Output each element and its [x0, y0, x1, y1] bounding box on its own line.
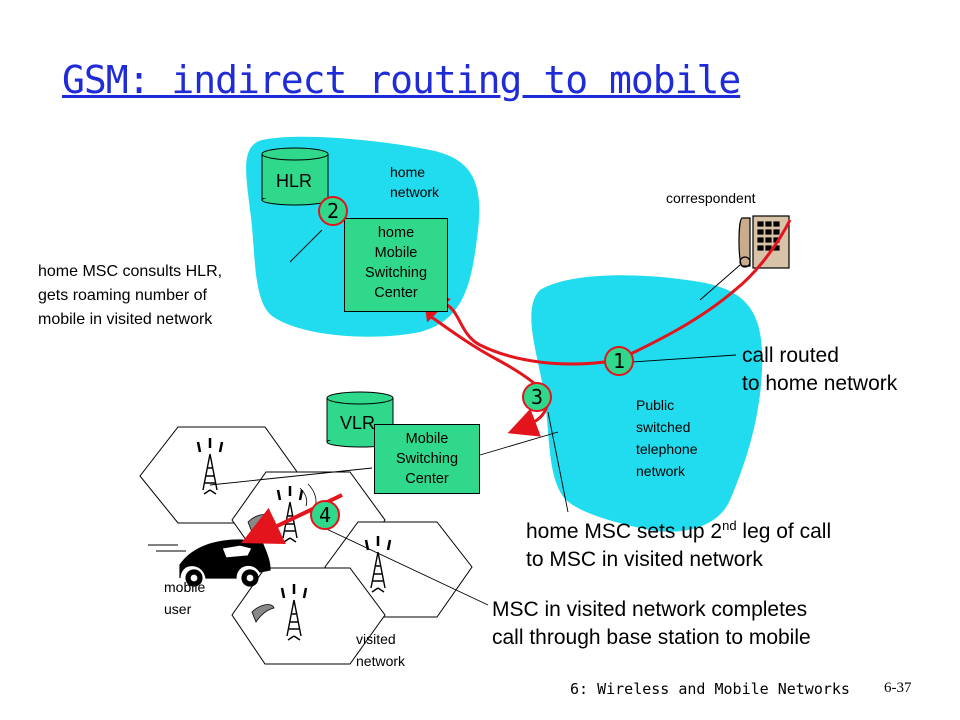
footer-course: 6: Wireless and Mobile Networks	[570, 680, 850, 698]
visited-network-label: visited network	[356, 631, 406, 669]
footer-page-number: 6-37	[884, 680, 912, 696]
step-2-text: home MSC consults HLR, gets roaming numb…	[38, 263, 223, 328]
visited-msc-box: Mobile Switching Center	[374, 424, 480, 494]
radio-wave-icon	[299, 487, 308, 507]
radio-wave-icon	[251, 604, 275, 623]
vlr-label: VLR	[340, 413, 376, 433]
step-1-text: call routed to home network	[742, 344, 898, 395]
step-3-line2: to MSC in visited network	[526, 548, 763, 571]
leader-lines	[209, 229, 737, 606]
car-icon	[179, 539, 271, 587]
step-3-marker: 3	[522, 382, 552, 412]
step-3-line1-post: leg of call	[736, 520, 832, 543]
hlr-label: HLR	[276, 171, 313, 191]
antenna-icon	[280, 584, 308, 641]
pstn-region	[531, 275, 763, 532]
step-4-marker: 4	[310, 500, 340, 530]
slide-title: GSM: indirect routing to mobile	[62, 58, 741, 102]
cell-4	[231, 567, 386, 665]
home-network-label: home network	[390, 164, 440, 200]
call-route-leg1	[617, 219, 792, 362]
step-1-marker: 1	[604, 346, 634, 376]
telephone-icon	[738, 215, 790, 269]
call-route-leg2	[429, 314, 550, 437]
mobile-user-label: mobile user	[164, 579, 206, 617]
antenna-icon	[196, 438, 224, 495]
car-motion-lines	[148, 544, 186, 552]
step-2-marker: 2	[318, 196, 348, 226]
visited-network-cells	[139, 426, 473, 665]
step-3-superscript: nd	[722, 518, 737, 533]
step-4-text: MSC in visited network completes call th…	[492, 598, 811, 649]
pstn-label: Public switched telephone network	[636, 397, 698, 479]
step-3-line1-pre: home MSC sets up 2	[526, 520, 723, 543]
step-3-text: home MSC sets up 2nd leg of call to MSC …	[526, 512, 831, 574]
correspondent-label: correspondent	[666, 190, 756, 206]
hlr-database-icon	[261, 147, 329, 206]
home-msc-box: home Mobile Switching Center	[344, 218, 448, 312]
phone-line	[699, 264, 741, 301]
